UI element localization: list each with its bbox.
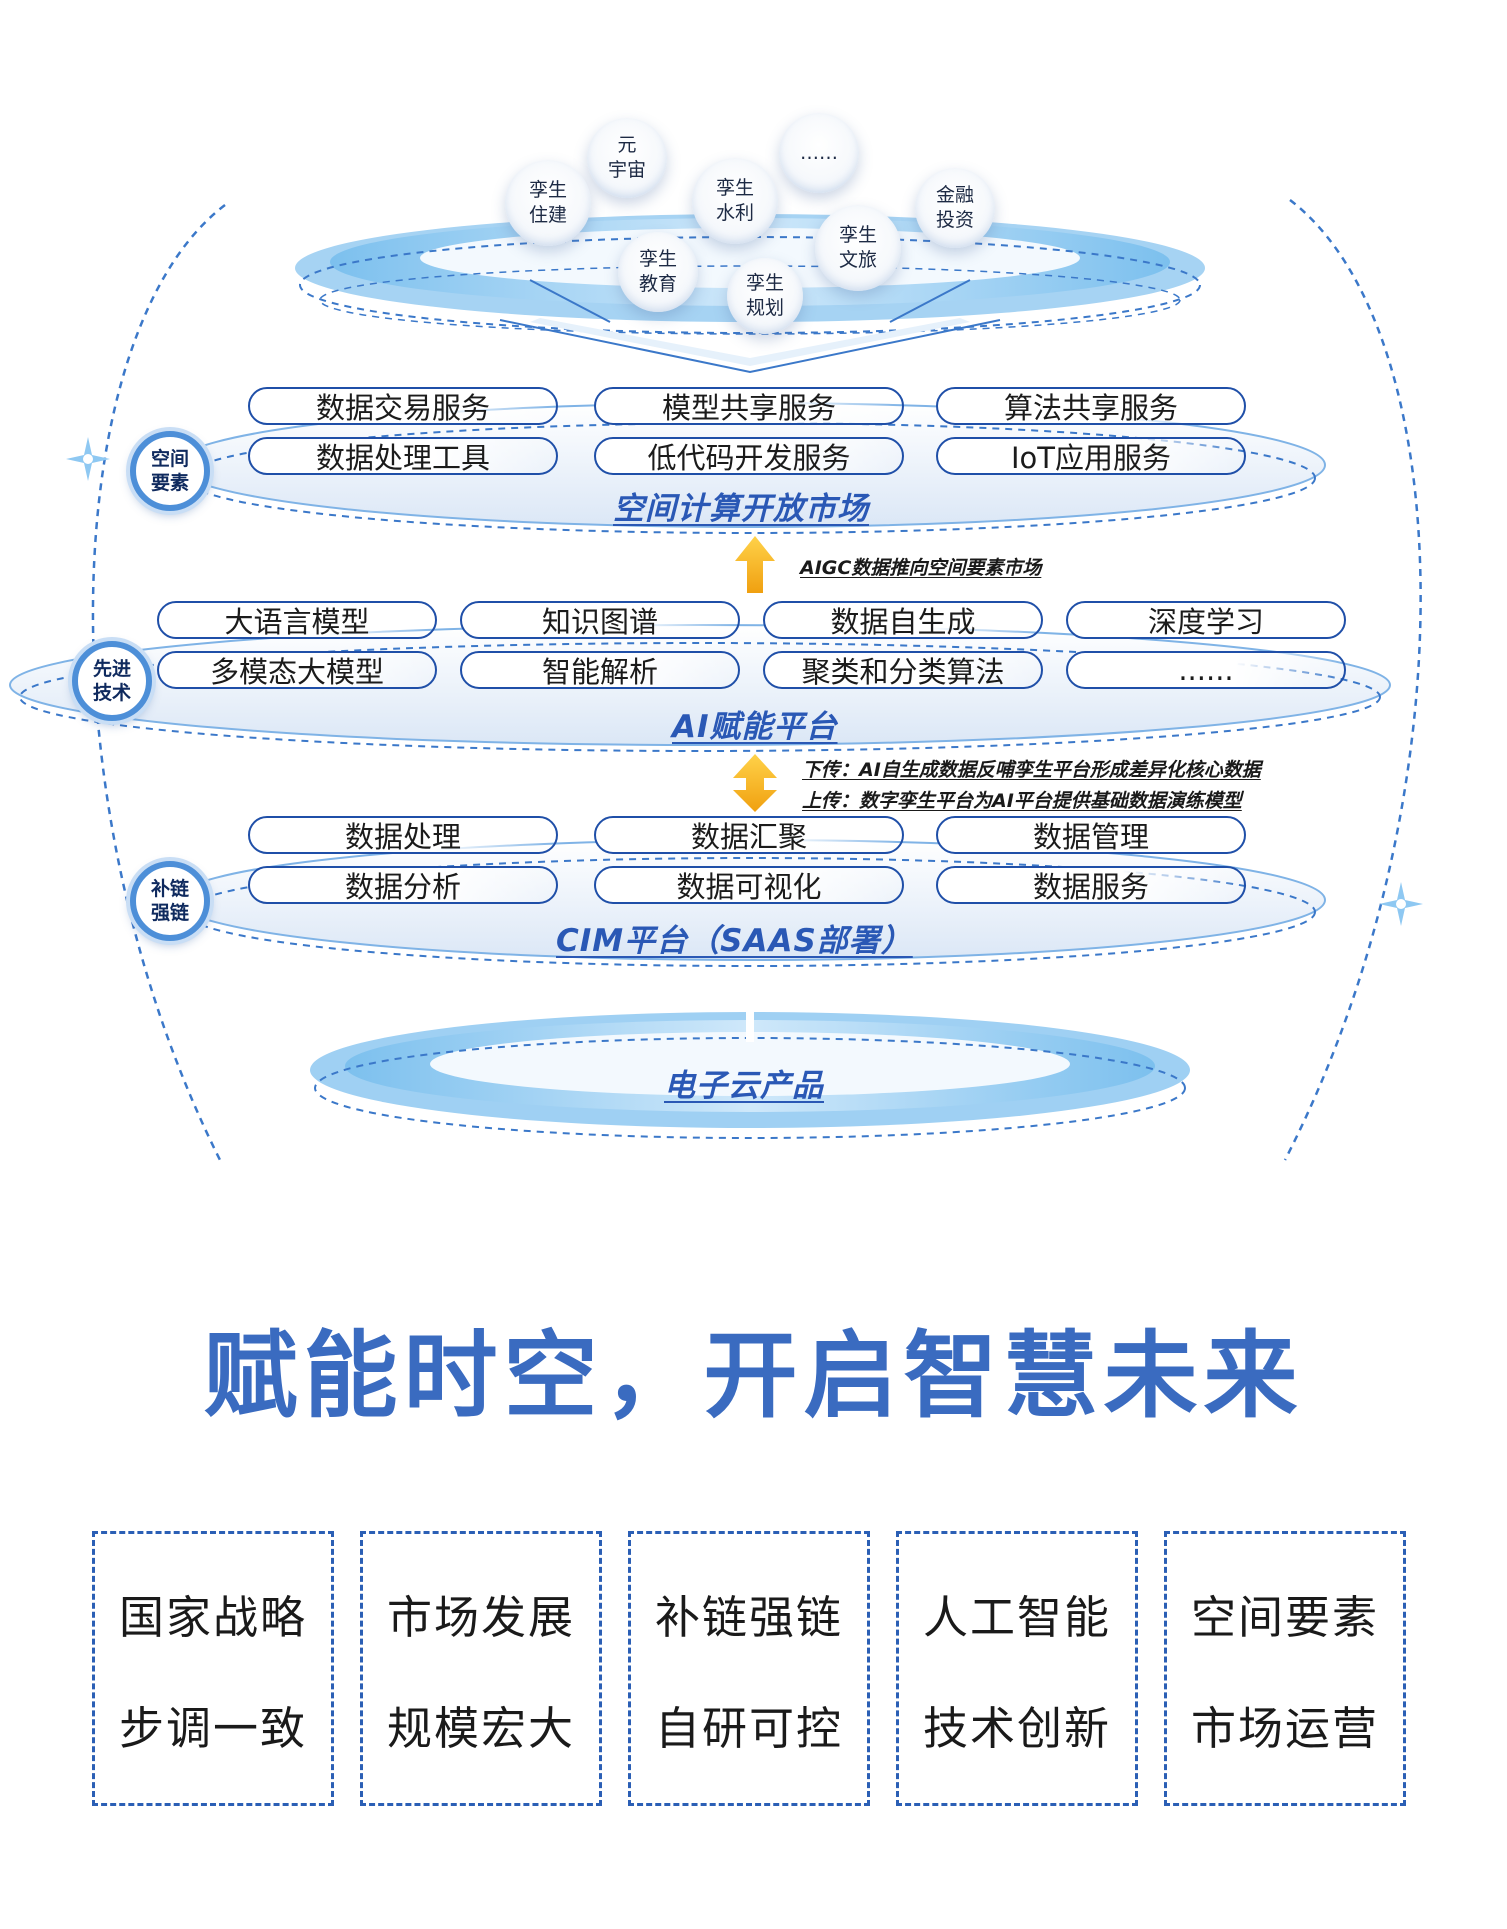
layer1-item: 数据交易服务: [248, 387, 558, 425]
value-card: 市场发展规模宏大: [360, 1531, 602, 1806]
layer1-title: 空间计算开放市场: [613, 491, 869, 527]
value-card: 人工智能技术创新: [896, 1531, 1138, 1806]
layer2-item: 聚类和分类算法: [763, 651, 1043, 689]
bubble-finance: 金融投资: [915, 168, 995, 248]
layer3-item: 数据服务: [936, 866, 1246, 904]
note-down: 下传：AI自生成数据反哺孪生平台形成差异化核心数据: [802, 759, 1261, 781]
arrow-updown-icon: [733, 754, 777, 812]
layer2-item: 数据自生成: [763, 601, 1043, 639]
tag-spatial-elements: 空间要素: [130, 431, 210, 511]
layer3-item: 数据汇聚: [594, 816, 904, 854]
layer3-item: 数据处理: [248, 816, 558, 854]
note-up: 上传：数字孪生平台为AI平台提供基础数据演练模型: [802, 790, 1242, 812]
value-card: 补链强链自研可控: [628, 1531, 870, 1806]
value-card: 国家战略步调一致: [92, 1531, 334, 1806]
sparkle-icon-right: [1379, 882, 1423, 926]
tag-advanced-tech: 先进技术: [72, 641, 152, 721]
layer1-item: IoT应用服务: [936, 437, 1246, 475]
value-card: 空间要素市场运营: [1164, 1531, 1406, 1806]
layer3-item: 数据可视化: [594, 866, 904, 904]
bubble-twin-tourism: 孪生文旅: [815, 205, 901, 291]
note-aigc: AIGC数据推向空间要素市场: [800, 557, 1042, 579]
layer3-item: 数据管理: [936, 816, 1246, 854]
bubble-twin-water: 孪生水利: [692, 158, 778, 244]
layer2-item: 智能解析: [460, 651, 740, 689]
layer2-item: 深度学习: [1066, 601, 1346, 639]
layer2-title: AI赋能平台: [672, 709, 838, 745]
arrow-up-icon: [735, 536, 775, 593]
layer4-title: 电子云产品: [664, 1068, 824, 1104]
layer1-item: 模型共享服务: [594, 387, 904, 425]
layer2-item: 多模态大模型: [157, 651, 437, 689]
headline: 赋能时空，开启智慧未来: [203, 1322, 1304, 1431]
bubble-more: ……: [779, 113, 859, 193]
bubble-twin-planning: 孪生规划: [727, 258, 803, 334]
bubble-twin-education: 孪生教育: [618, 232, 698, 312]
layer1-item: 数据处理工具: [248, 437, 558, 475]
sphere-outline-right: [1283, 199, 1422, 1161]
bubble-metaverse: 元宇宙: [587, 118, 667, 198]
layer2-item: ......: [1066, 651, 1346, 689]
layer1-item: 算法共享服务: [936, 387, 1246, 425]
sparkle-icon-left: [66, 437, 110, 481]
bubble-twin-housing: 孪生住建: [505, 160, 591, 246]
layer2-item: 知识图谱: [460, 601, 740, 639]
tag-strengthen-chain: 补链强链: [130, 861, 210, 941]
layer1-item: 低代码开发服务: [594, 437, 904, 475]
layer3-title: CIM平台（SAAS部署）: [556, 923, 913, 959]
layer3-item: 数据分析: [248, 866, 558, 904]
layer2-item: 大语言模型: [157, 601, 437, 639]
